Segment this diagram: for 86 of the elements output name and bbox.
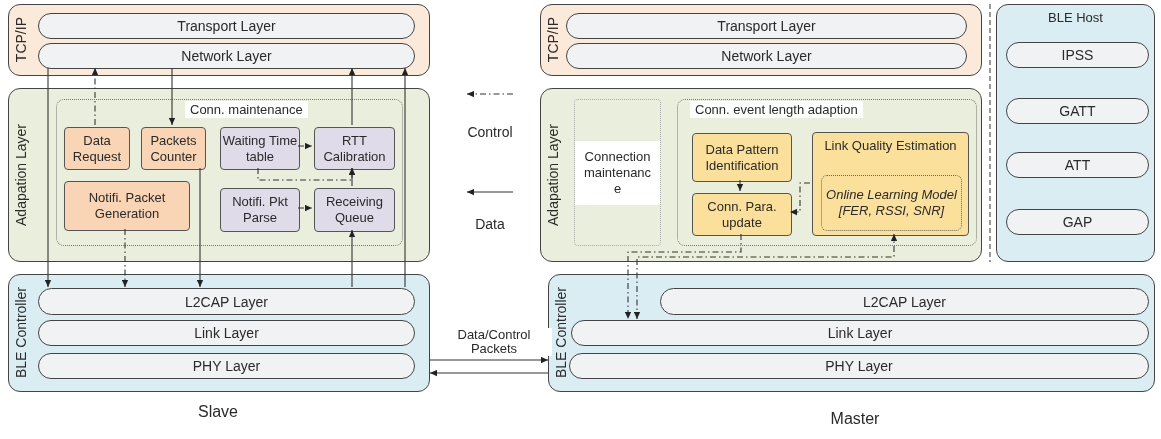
layer-pill (566, 43, 967, 69)
panel-title: BLE Host (1048, 10, 1103, 26)
band-label: TCP/IP (545, 17, 561, 63)
arrow (297, 204, 313, 212)
arrow (633, 233, 898, 320)
module-box (64, 127, 130, 170)
layer-pill (569, 353, 1149, 379)
module-box (314, 127, 395, 170)
layer-band (548, 274, 1155, 392)
side-caption: Master (829, 410, 881, 428)
arrow (297, 142, 313, 150)
layer-pill (1006, 98, 1149, 124)
layer-label: GAP (1062, 214, 1093, 230)
layer-label: Transport Layer (717, 18, 816, 34)
module-label: RTT Calibration (322, 132, 387, 165)
layer-pill (38, 353, 415, 379)
layer-label: PHY Layer (192, 358, 261, 374)
layer-label: GATT (1059, 103, 1096, 119)
band-label: Adapation Layer (13, 124, 29, 226)
module-box (314, 188, 395, 232)
layer-pill (38, 320, 415, 346)
group-label: Connection maintenanc e (575, 140, 660, 205)
layer-label: Network Layer (181, 48, 272, 64)
module-label: Conn. Para. update (706, 198, 778, 231)
group-title: Conn. maintenance (185, 101, 308, 118)
legend-label: Data (474, 216, 506, 232)
layer-pill (38, 43, 415, 69)
layer-label: PHY Layer (825, 358, 893, 374)
arrow (348, 67, 356, 126)
arrow (348, 167, 356, 187)
module-box (64, 181, 190, 231)
arrow (121, 228, 129, 288)
arrow (168, 67, 176, 126)
layer-pill (660, 288, 1149, 315)
layer-pill (1006, 42, 1149, 68)
module-label: Notifi. Packet Generation (87, 190, 167, 222)
arrow (196, 167, 204, 288)
layer-pill (571, 320, 1149, 346)
arrow (736, 179, 744, 192)
layer-band (540, 88, 982, 262)
module-label: Receiving Queue (324, 194, 385, 226)
module-label: Data Pattern Identification (704, 141, 780, 174)
layer-label: IPSS (1061, 47, 1094, 63)
layer-pill (38, 13, 415, 39)
layer-label: L2CAP Layer (185, 293, 268, 310)
layer-pill (38, 288, 415, 315)
module-label: Notifi. Pkt Parse (231, 194, 289, 226)
layer-pill (566, 13, 967, 39)
arrow (429, 369, 549, 377)
layer-pill (1006, 152, 1149, 178)
side-caption: Slave (197, 403, 239, 421)
band-label: BLE Controller (13, 287, 29, 379)
layer-band (8, 4, 430, 76)
module-box (692, 133, 792, 182)
module-label: Waiting Time table (221, 132, 299, 165)
layer-label: Transport Layer (177, 18, 276, 34)
module-label: Link Quality Estimation (824, 138, 957, 154)
layer-label: ATT (1064, 157, 1091, 173)
module-box (812, 132, 969, 236)
module-box (220, 188, 300, 232)
module-box (692, 193, 792, 236)
band-label: BLE Controller (553, 287, 569, 379)
layer-label: Link Layer (194, 325, 259, 341)
host-panel (996, 4, 1155, 262)
layer-pill (1006, 209, 1149, 235)
layer-band (8, 274, 430, 392)
band-label: TCP/IP (13, 17, 29, 63)
arrow (401, 67, 409, 288)
arrow (91, 67, 99, 126)
module-box (141, 127, 206, 170)
module-label: Packets Counter (149, 132, 198, 165)
arrow (348, 229, 356, 288)
layer-band (540, 4, 982, 76)
arrow (624, 233, 742, 320)
arrow (429, 356, 549, 364)
layer-label: Network Layer (721, 48, 812, 64)
layer-label: L2CAP Layer (863, 293, 946, 310)
layer-label: Link Layer (827, 325, 893, 341)
model-label: Online Learning Model [FER, RSSI, SNR] (825, 187, 958, 219)
arrow (44, 67, 52, 288)
group-title: Conn. event length adaption (690, 101, 863, 118)
band-label: Adapation Layer (545, 124, 561, 226)
layer-band (8, 88, 430, 262)
arrow (789, 182, 811, 216)
legend-label: Control (466, 124, 514, 140)
module-label: Data Request (71, 132, 123, 165)
